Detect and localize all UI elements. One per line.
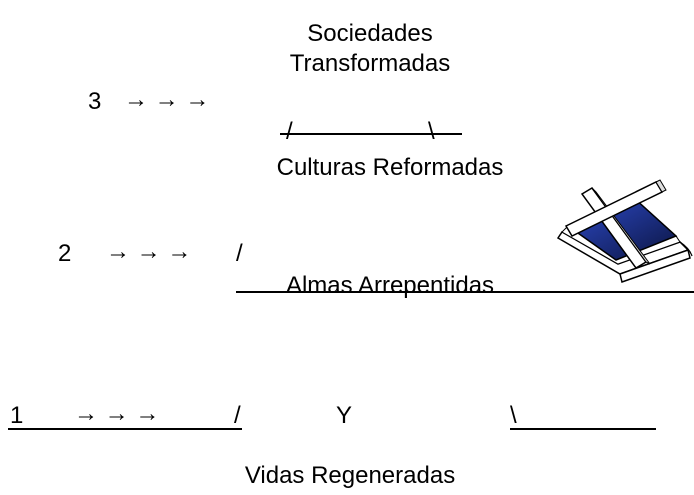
level1-arrows: → → → <box>74 400 160 427</box>
level1-underline-right <box>510 428 656 430</box>
level3-arrows: → → → <box>124 86 210 113</box>
level2-caption: Almas Arrepentidas <box>285 272 495 299</box>
level1-middle: Y <box>336 402 353 429</box>
level3-title-line2: Transformadas <box>289 50 451 77</box>
level3-caption: Culturas Reformadas <box>276 154 504 181</box>
level3-number: 3 <box>88 88 102 115</box>
level3-slash-right: \ <box>428 118 435 145</box>
level1-caption: Vidas Regeneradas <box>244 462 456 489</box>
level1-slash-right: \ <box>510 402 517 429</box>
level3-title-line1: Sociedades <box>307 20 433 47</box>
level3-bracket-line <box>280 133 462 135</box>
level1-slash-left: / <box>234 402 241 429</box>
level1-underline-left <box>8 428 242 430</box>
level2-line <box>236 291 694 293</box>
level1-number: 1 <box>10 402 24 429</box>
level3-slash-left: / <box>286 118 293 145</box>
cross-bible-icon <box>556 179 693 283</box>
level2-slash: / <box>236 240 243 267</box>
level2-arrows: → → → <box>106 238 192 265</box>
level2-number: 2 <box>58 240 72 267</box>
